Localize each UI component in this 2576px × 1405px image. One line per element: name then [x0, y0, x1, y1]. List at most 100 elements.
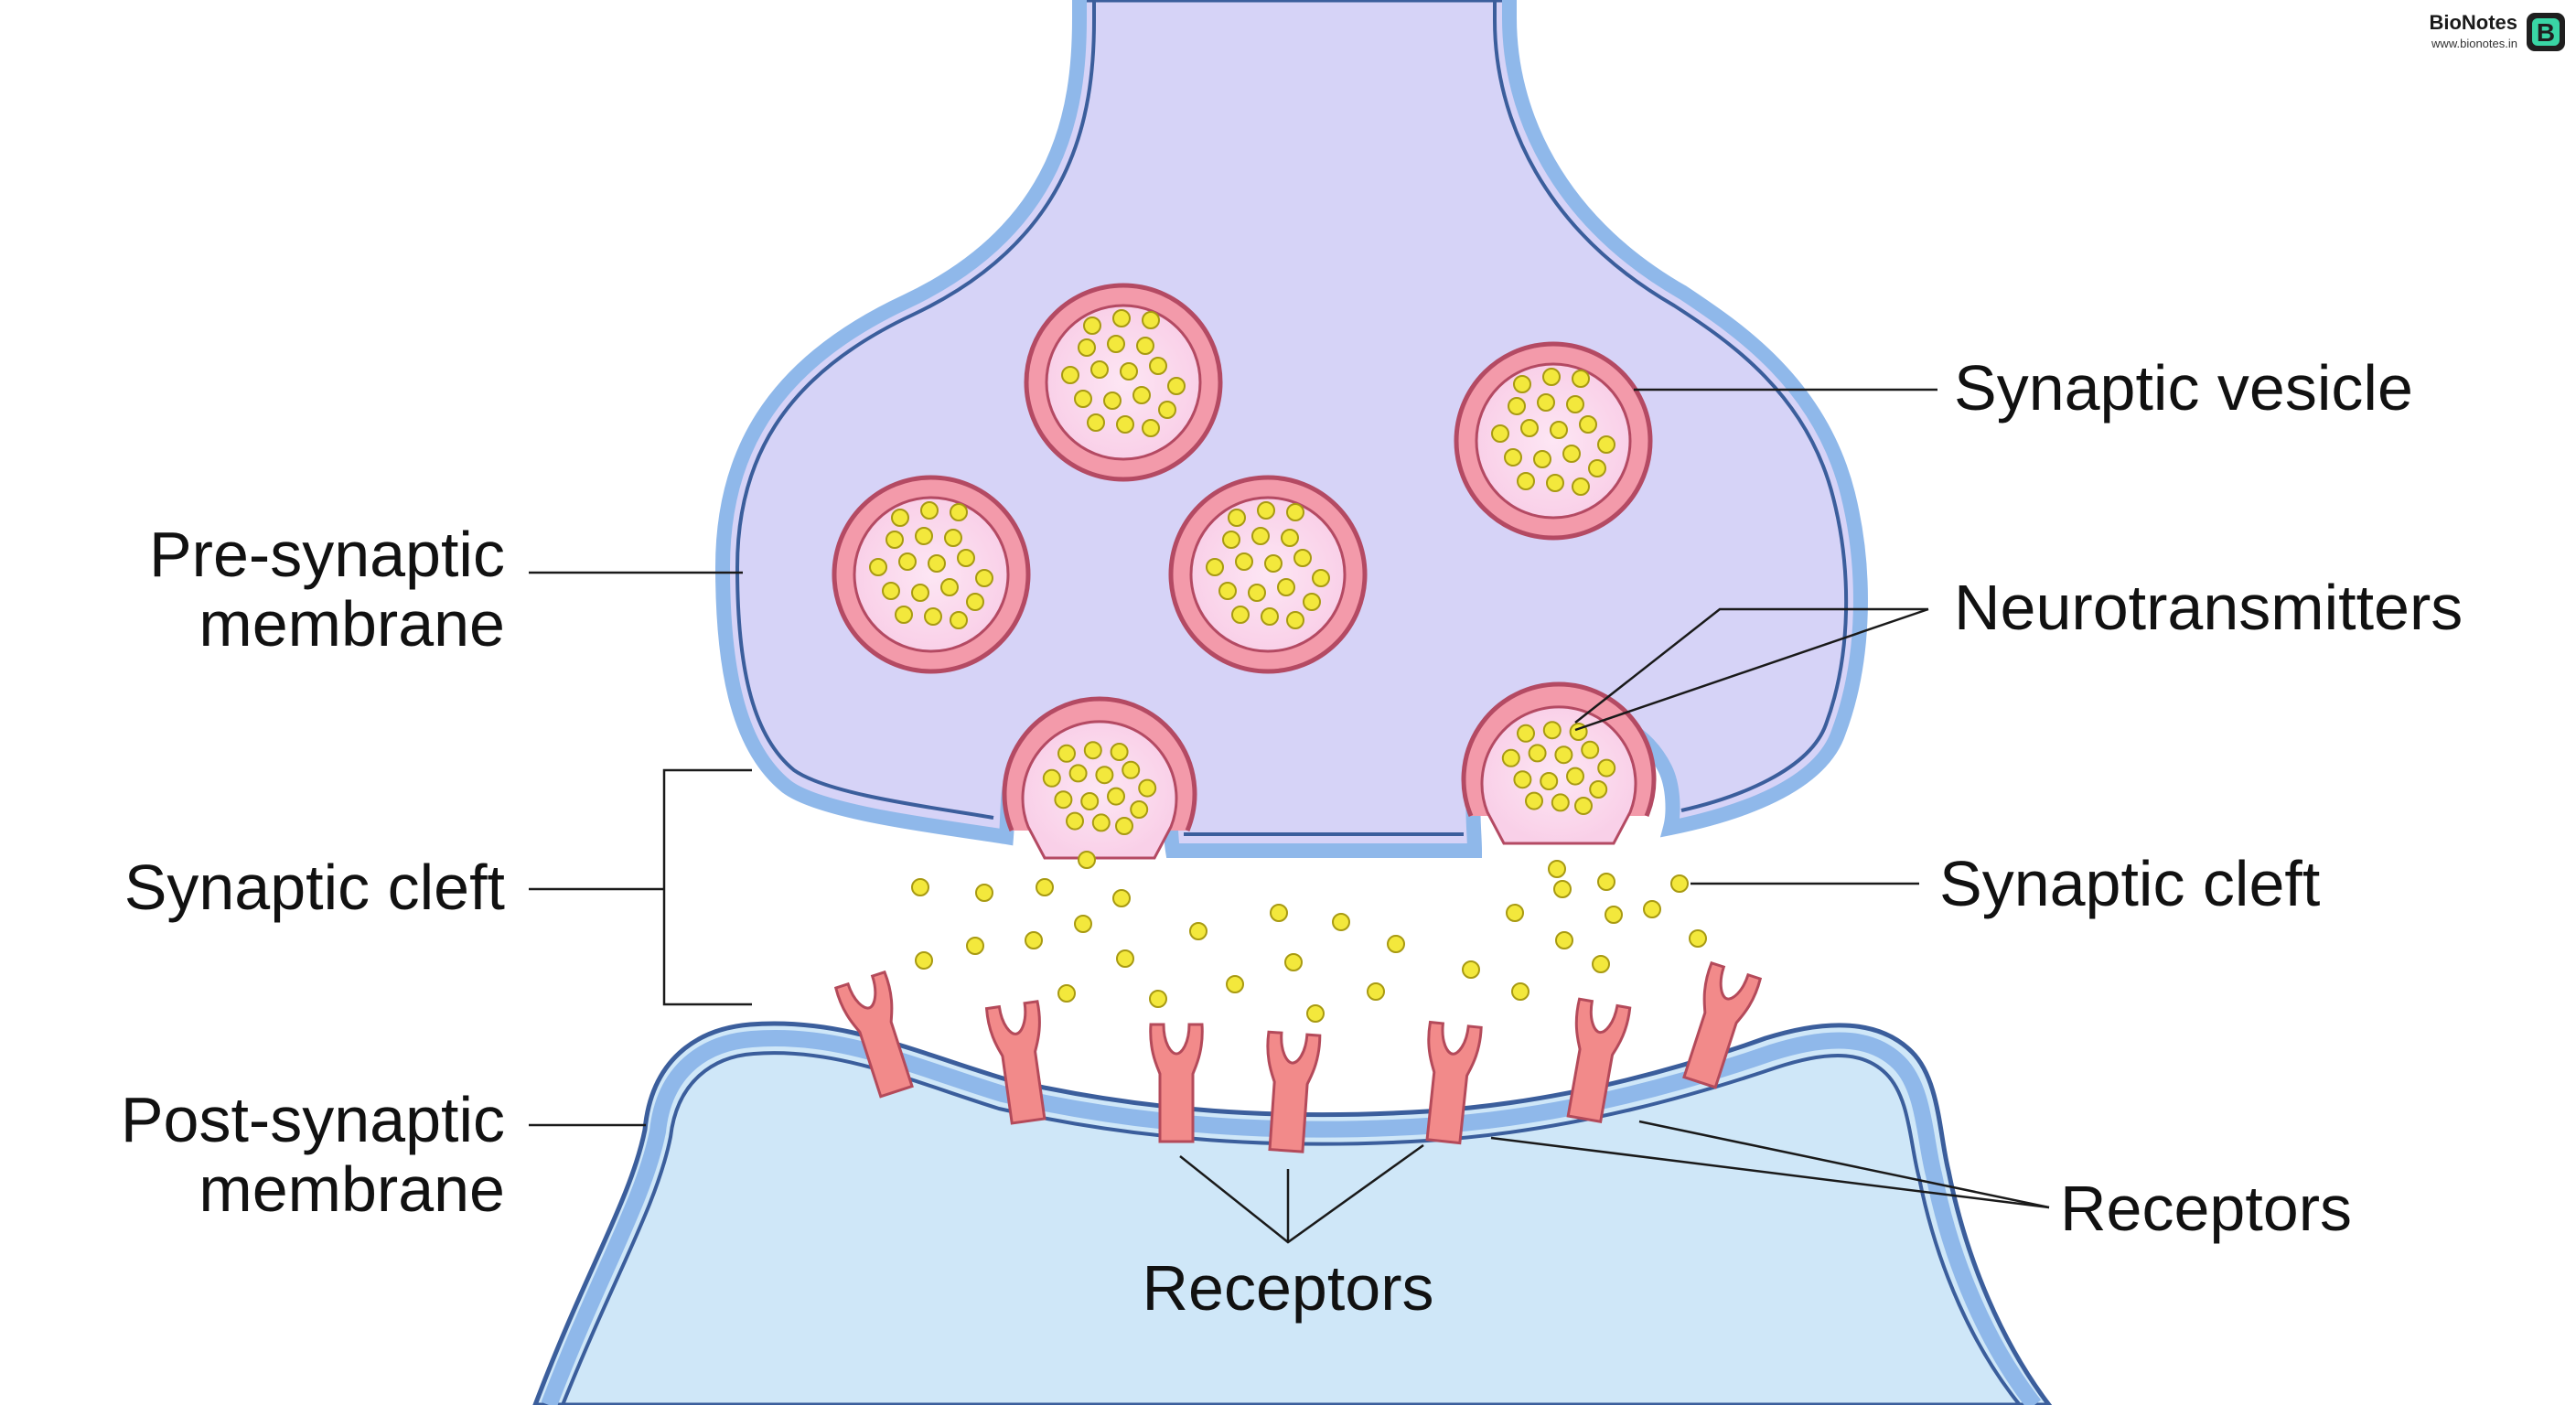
neurotransmitter-dot: [924, 607, 942, 626]
neurotransmitter-dot: [957, 549, 975, 567]
post-synaptic-body: [532, 1021, 2053, 1405]
neurotransmitter-dot: [1112, 889, 1131, 907]
neurotransmitter-dot: [1597, 758, 1616, 778]
neurotransmitter-dot: [1091, 813, 1111, 832]
neurotransmitter-dot: [940, 578, 959, 596]
neurotransmitter-dot: [1158, 401, 1176, 419]
receptor: [1149, 1023, 1204, 1143]
neurotransmitter-dot: [1511, 982, 1530, 1001]
neurotransmitter-dot: [1588, 459, 1606, 477]
labels: Synaptic vesicle Neurotransmitters Synap…: [121, 352, 2463, 1324]
neurotransmitter-dot: [1149, 990, 1167, 1008]
neurotransmitter-dot: [1112, 309, 1131, 327]
neurotransmitter-dot: [1546, 474, 1564, 492]
neurotransmitter-dot: [1387, 935, 1405, 953]
neurotransmitter-dot: [1528, 744, 1547, 763]
neurotransmitter-dot: [1231, 606, 1250, 624]
neurotransmitter-dot: [1130, 800, 1149, 819]
label-pre-synaptic-line1: Pre-synaptic: [149, 519, 505, 590]
neurotransmitter-dot: [1138, 778, 1157, 798]
neurotransmitter-dot: [1222, 531, 1240, 549]
brand-url: www.bionotes.in: [2431, 37, 2517, 50]
neurotransmitter-dot: [1057, 984, 1076, 1003]
neurotransmitter-dot: [1548, 860, 1566, 878]
neurotransmitter-dot: [950, 503, 968, 521]
neurotransmitter-dot: [1080, 792, 1100, 810]
neurotransmitter-dot: [1605, 906, 1623, 924]
neurotransmitter-dot: [1589, 780, 1608, 799]
neurotransmitter-dot: [882, 582, 900, 600]
label-synaptic-cleft-right: Synaptic cleft: [1939, 848, 2320, 919]
neurotransmitter-dot: [1235, 552, 1253, 571]
neurotransmitter-dot: [1218, 582, 1237, 600]
neurotransmitter-dot: [1281, 529, 1299, 547]
neurotransmitter-dot: [1566, 395, 1584, 413]
neurotransmitter-dot: [1367, 982, 1385, 1001]
neurotransmitter-dot: [1116, 949, 1134, 968]
neurotransmitter-dot: [1116, 415, 1134, 434]
label-pre-synaptic-line2: membrane: [199, 588, 505, 660]
label-neurotransmitters: Neurotransmitters: [1954, 572, 2463, 643]
neurotransmitter-dot: [1597, 873, 1615, 891]
neurotransmitter-dot: [1226, 975, 1244, 993]
neurotransmitter-dot: [1286, 503, 1304, 521]
neurotransmitter-dot: [1491, 424, 1509, 443]
neurotransmitter-dots: [869, 309, 1707, 1023]
neurotransmitter-dot: [1542, 721, 1562, 740]
brand-logo: BioNotes www.bionotes.in B: [2429, 11, 2565, 51]
neurotransmitter-dot: [1074, 915, 1092, 933]
neurotransmitter-dot: [1555, 931, 1573, 949]
neurotransmitter-dot: [1142, 419, 1160, 437]
neurotransmitter-dot: [1517, 472, 1535, 490]
neurotransmitter-dot: [1508, 397, 1526, 415]
label-post-synaptic-line2: membrane: [199, 1153, 505, 1225]
label-receptors-bottom: Receptors: [1142, 1252, 1433, 1324]
neurotransmitter-dot: [869, 558, 887, 576]
neurotransmitter-dot: [1462, 960, 1480, 979]
neurotransmitter-dot: [1074, 390, 1092, 408]
neurotransmitter-dot: [1248, 584, 1266, 602]
neurotransmitter-dot: [975, 569, 993, 587]
fusing-vesicle: [1461, 681, 1657, 845]
neurotransmitter-dot: [891, 509, 909, 527]
neurotransmitter-dot: [1513, 375, 1531, 393]
neurotransmitter-dot: [928, 554, 946, 573]
neurotransmitter-dot: [1537, 393, 1555, 412]
neurotransmitter-dot: [1107, 335, 1125, 353]
neurotransmitter-dot: [1566, 767, 1584, 786]
label-receptors-right: Receptors: [2060, 1173, 2352, 1244]
neurotransmitter-dot: [1149, 357, 1167, 375]
neurotransmitter-dot: [1277, 578, 1295, 596]
neurotransmitter-dot: [1554, 745, 1573, 765]
neurotransmitter-dot: [1066, 811, 1084, 831]
neurotransmitter-dot: [966, 593, 984, 611]
neurotransmitter-dot: [1670, 874, 1689, 893]
neurotransmitter-dot: [1286, 611, 1304, 629]
neurotransmitter-dot: [1036, 878, 1054, 896]
neurotransmitter-dot: [1306, 1004, 1325, 1023]
vesicle: [832, 475, 1031, 674]
neurotransmitter-dot: [1115, 817, 1133, 835]
neurotransmitter-dot: [1533, 450, 1551, 468]
neurotransmitter-dot: [1264, 554, 1283, 573]
neurotransmitter-dot: [1261, 607, 1279, 626]
pre-synaptic-terminal: [714, 0, 1868, 858]
neurotransmitter-dot: [1553, 880, 1572, 898]
neurotransmitter-dot: [1551, 793, 1570, 812]
leader-lines: [529, 388, 2050, 1244]
brand-name: BioNotes: [2429, 11, 2517, 34]
neurotransmitter-dot: [975, 884, 993, 902]
neurotransmitter-dot: [1284, 953, 1303, 971]
neurotransmitter-dot: [1095, 766, 1114, 785]
neurotransmitter-dot: [1251, 527, 1270, 545]
neurotransmitter-dot: [1042, 768, 1061, 788]
brand-logo-letter: B: [2537, 18, 2555, 47]
receptor: [1682, 960, 1763, 1089]
neurotransmitter-dot: [1574, 797, 1593, 815]
neurotransmitter-dot: [1504, 448, 1522, 467]
receptor: [1425, 1020, 1483, 1145]
neurotransmitter-dot: [1228, 509, 1246, 527]
neurotransmitter-dot: [1506, 904, 1524, 922]
neurotransmitter-dot: [920, 501, 939, 520]
